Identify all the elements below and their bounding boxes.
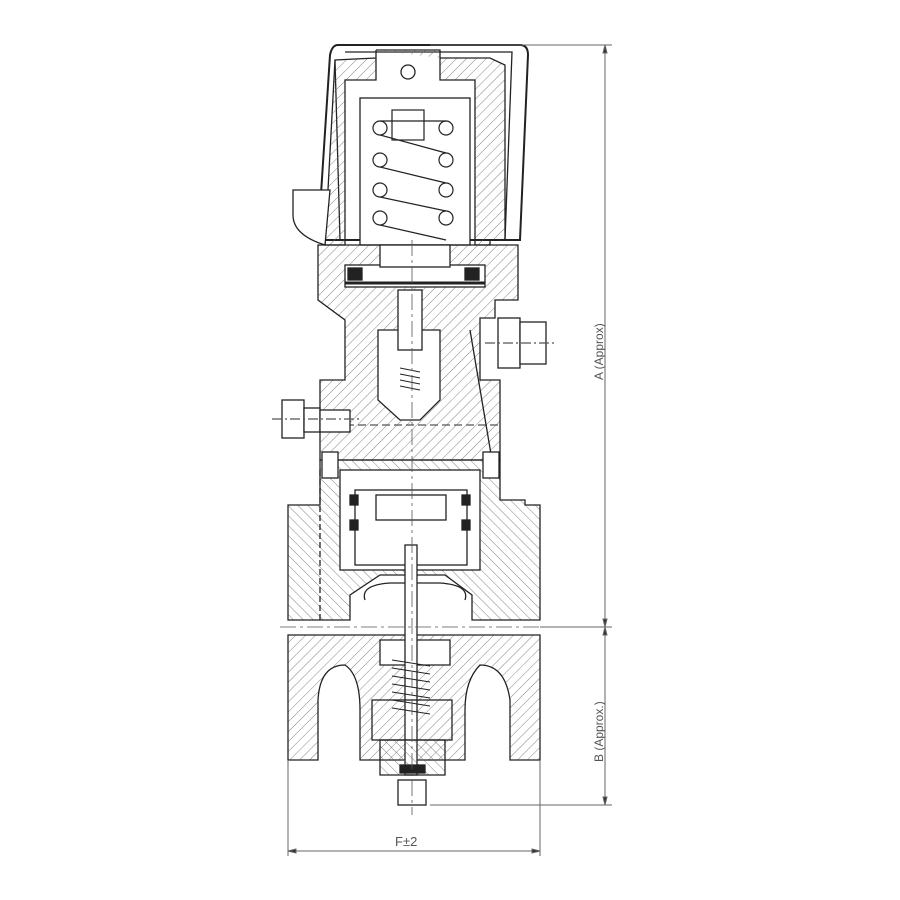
adjuster-knob xyxy=(292,189,331,246)
dimension-lines xyxy=(287,44,612,856)
dimension-a-label: A (Approx) xyxy=(592,323,606,380)
left-plug xyxy=(272,399,360,439)
spring xyxy=(372,109,454,241)
dimension-b-label: B (Approx.) xyxy=(592,701,606,762)
bonnet-cap xyxy=(316,44,530,241)
dimension-f-label: F±2 xyxy=(395,834,418,849)
pilot-valve xyxy=(377,329,441,421)
lifting-hole xyxy=(400,64,416,80)
right-plug xyxy=(485,317,555,369)
